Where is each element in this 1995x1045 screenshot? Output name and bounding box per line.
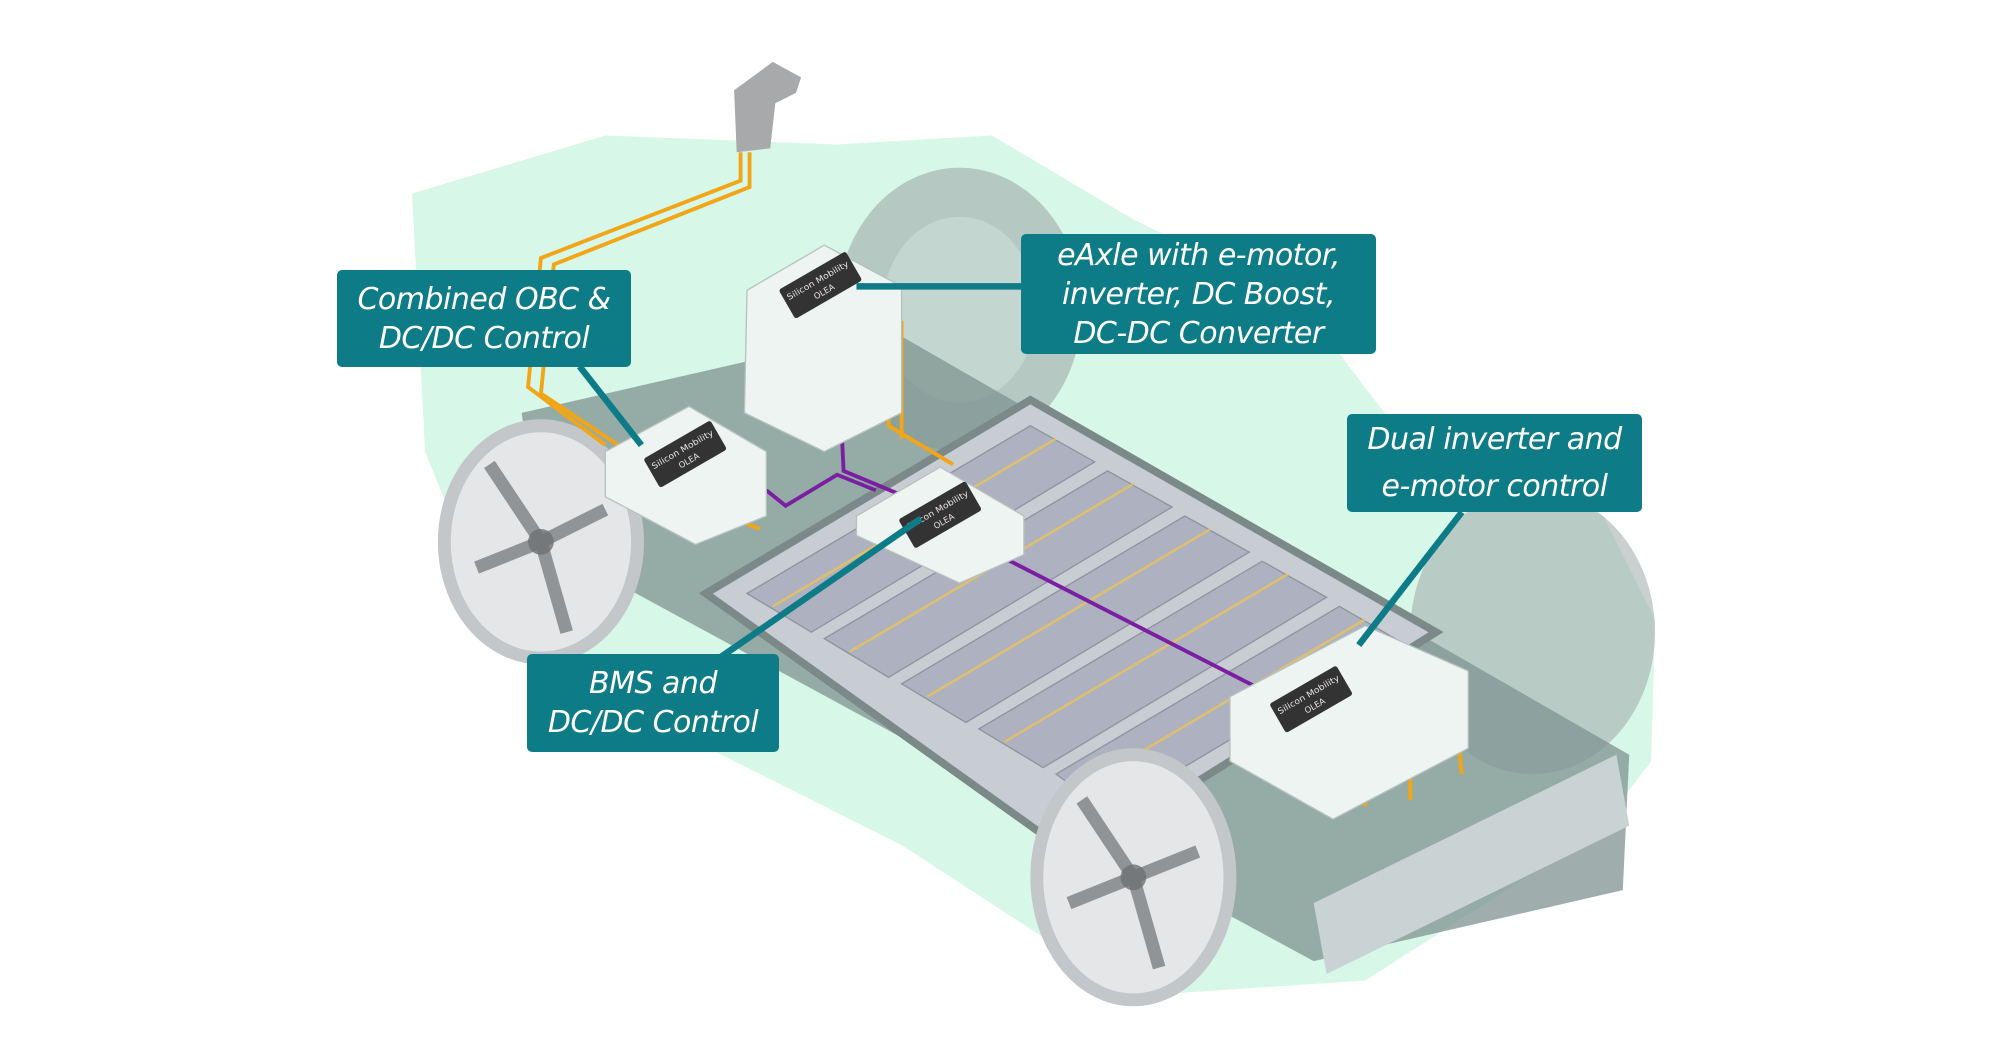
callout-line: Dual inverter and (1367, 422, 1622, 457)
callout-line: eAxle with e-motor, (1057, 237, 1340, 273)
callout-eaxle: eAxle with e-motor, inverter, DC Boost, … (1021, 234, 1376, 354)
chip-package (779, 252, 862, 319)
callout-obc-dcdc: Combined OBC & DC/DC Control (337, 270, 631, 367)
callout-dual-inverter: Dual inverter and e-motor control (1347, 414, 1642, 512)
callout-line: inverter, DC Boost, (1061, 276, 1336, 312)
callout-line: DC/DC Control (378, 320, 590, 356)
charging-plug (734, 61, 802, 153)
front-bumper (1313, 754, 1630, 975)
rear-left-wheel-spokes (474, 460, 609, 634)
callout-leaders (577, 283, 1465, 660)
chip-package (899, 481, 982, 548)
callout-line: BMS and (589, 666, 717, 701)
chip-package (1270, 666, 1353, 733)
callout-line: Combined OBC & (357, 281, 611, 317)
callout-line: DC/DC Control (547, 705, 759, 740)
chip-package (644, 421, 727, 488)
callout-bms: BMS and DC/DC Control (527, 654, 779, 752)
callout-line: e-motor control (1381, 469, 1609, 504)
ecu-obc (604, 405, 767, 546)
ecu-dual-inverter (1229, 624, 1469, 820)
front-left-wheel-spokes (1066, 796, 1201, 970)
callout-line: DC-DC Converter (1073, 315, 1324, 351)
